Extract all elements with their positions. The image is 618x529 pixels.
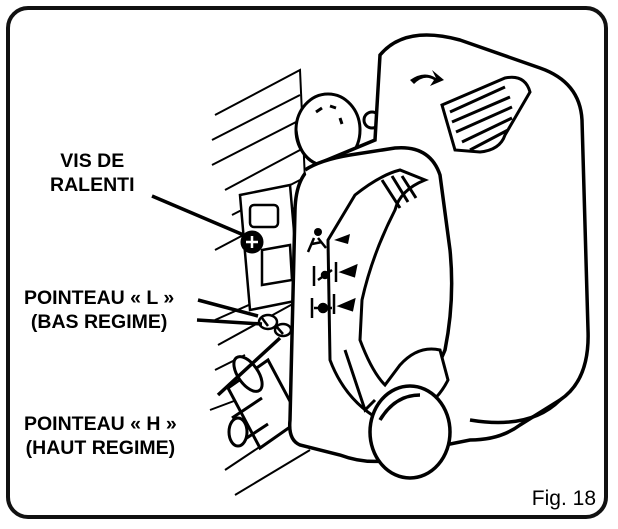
- start-run-icon: [306, 228, 350, 253]
- high-needle-label-line1: POINTEAU « H »: [24, 413, 177, 435]
- starter-grip: [440, 75, 532, 154]
- idle-screw-icon: [240, 230, 264, 254]
- leader-lines: [151, 194, 282, 397]
- needle-screws: [257, 313, 293, 338]
- low-needle-label: POINTEAU « L » (BAS REGIME): [24, 286, 174, 334]
- rotate-arrow-icon: [410, 70, 444, 86]
- idle-screw-label: VIS DE RALENTI: [50, 149, 135, 197]
- low-needle-label-line2: (BAS REGIME): [30, 311, 168, 333]
- high-needle-label: POINTEAU « H » (HAUT REGIME): [24, 412, 177, 460]
- figure-caption: Fig. 18: [531, 487, 596, 510]
- low-needle-label-line1: POINTEAU « L »: [24, 287, 175, 309]
- half-choke-icon: [312, 262, 358, 286]
- full-choke-icon: [310, 294, 356, 318]
- idle-screw-label-line2: RALENTI: [50, 174, 135, 196]
- idle-screw-label-line1: VIS DE: [60, 150, 125, 172]
- carburetor-block: [238, 183, 302, 312]
- high-needle-label-line2: (HAUT REGIME): [25, 437, 176, 459]
- air-filter-knob: [368, 384, 562, 480]
